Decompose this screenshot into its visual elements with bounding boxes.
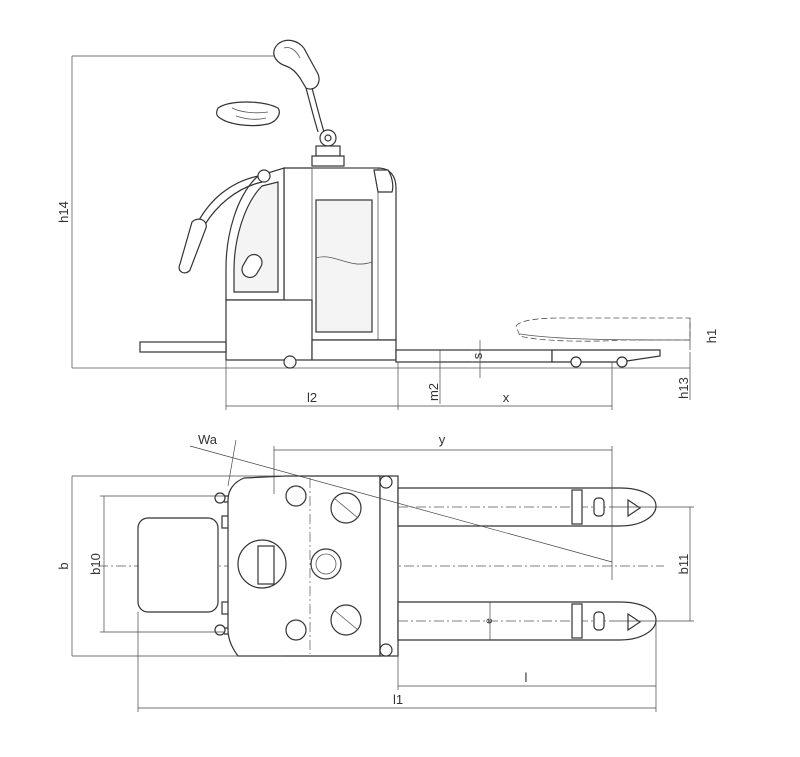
dimension-b10: b10 — [88, 495, 224, 633]
rear-platform — [139, 341, 227, 353]
operator-panel — [225, 167, 285, 301]
dimension-b: b — [56, 475, 286, 657]
dimension-l2-x: l2 x — [225, 360, 613, 410]
dimension-s: s — [470, 340, 485, 378]
label-b: b — [56, 562, 71, 569]
tiller-pivot — [311, 129, 345, 167]
chassis-top — [227, 475, 399, 657]
fork-tine-upper — [397, 487, 657, 527]
label-h1: h1 — [704, 329, 719, 343]
label-b10: b10 — [88, 553, 103, 575]
dimension-l1: l1 — [137, 612, 656, 712]
truck-body — [283, 167, 397, 341]
dimension-b11: b11 — [610, 506, 694, 622]
tiller-handle-alt-position — [216, 101, 280, 127]
dimension-h13: h13 — [676, 352, 691, 400]
top-view: Wa y b b10 b11 — [56, 432, 694, 712]
label-b11: b11 — [676, 554, 691, 575]
label-l2: l2 — [307, 390, 317, 405]
label-l: l — [525, 670, 528, 685]
pallet-load-outline — [515, 317, 691, 342]
label-m2: m2 — [426, 383, 441, 401]
tiller-handle — [273, 39, 325, 133]
label-s: s — [470, 352, 485, 359]
dimension-y: y — [273, 432, 613, 580]
dimension-h14: h14 — [56, 55, 290, 368]
fork-tine-lower — [397, 601, 657, 641]
label-l1: l1 — [393, 692, 403, 707]
label-y: y — [439, 432, 446, 447]
side-view: h14 — [56, 39, 719, 410]
label-e: e — [484, 618, 495, 624]
side-handle — [178, 169, 271, 274]
base-unit — [225, 299, 397, 369]
operator-platform — [137, 517, 219, 613]
dimension-h1: h1 — [689, 318, 719, 350]
dimension-m2: m2 — [426, 350, 441, 404]
dimension-e: e — [484, 602, 495, 640]
label-x: x — [503, 390, 510, 405]
label-wa: Wa — [198, 432, 218, 447]
dimension-wa: Wa — [189, 432, 613, 563]
label-h14: h14 — [56, 201, 71, 223]
label-h13: h13 — [676, 377, 691, 399]
dimension-l: l — [397, 622, 657, 712]
fork-side — [395, 349, 661, 368]
